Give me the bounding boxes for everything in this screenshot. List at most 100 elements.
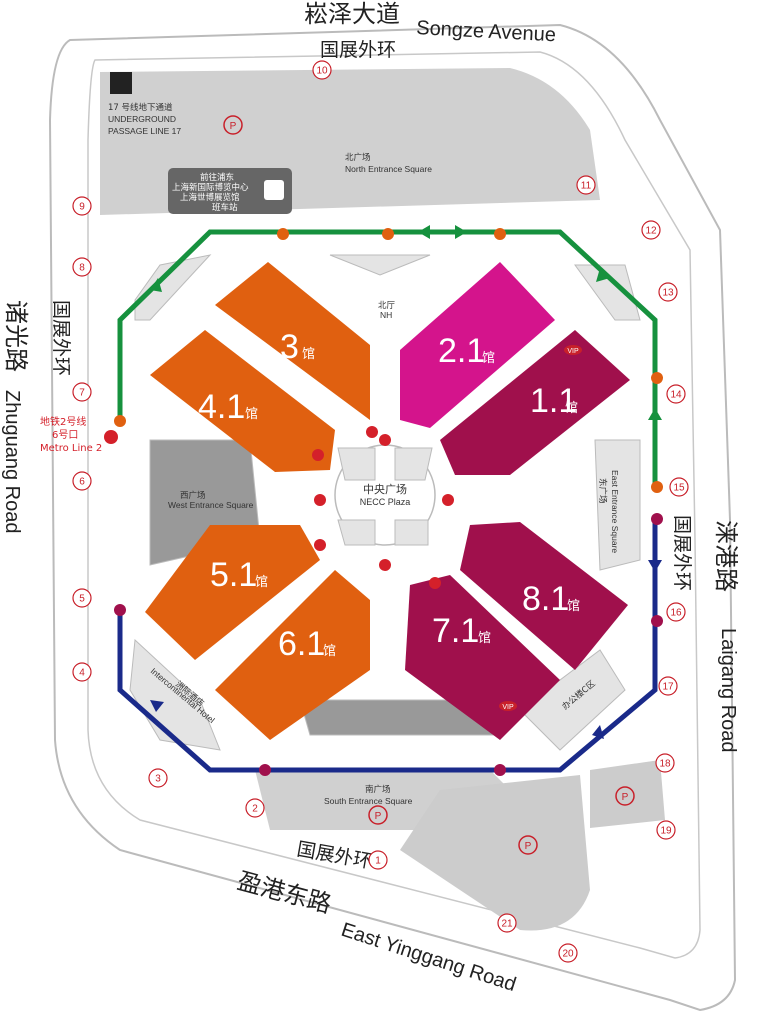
gate-10[interactable]: 10 xyxy=(312,60,332,80)
ring-road-east: 国展外环 xyxy=(671,515,693,591)
gate-label: 18 xyxy=(659,759,671,770)
hall-6-1-shape[interactable] xyxy=(215,570,370,740)
info-icons xyxy=(312,426,454,589)
hall-4-1-shape[interactable] xyxy=(150,330,335,472)
gate-16[interactable]: 16 xyxy=(666,602,686,622)
road-west-cn: 诸光路 xyxy=(2,300,30,372)
gate-label: 19 xyxy=(660,826,672,837)
gate-2[interactable]: 2 xyxy=(245,798,265,818)
gate-1[interactable]: 1 xyxy=(368,850,388,870)
west-square-en: West Entrance Square xyxy=(168,500,254,510)
gate-label: 1 xyxy=(375,856,381,867)
hall-7-1-number: 7.1 xyxy=(432,612,479,650)
hall-6-1-number: 6.1 xyxy=(278,625,325,663)
gate-9[interactable]: 9 xyxy=(72,196,92,216)
parking-signs: P P P P xyxy=(223,115,635,855)
hall-6-1-suffix: 馆 xyxy=(323,644,336,659)
hall-2-1-shape[interactable] xyxy=(400,262,555,428)
north-hall-cn: 北厅 xyxy=(378,301,396,311)
hall-3-shape[interactable] xyxy=(215,262,370,420)
shuttle-stops xyxy=(114,228,663,776)
gate-label: 4 xyxy=(79,668,85,679)
gate-label: 7 xyxy=(79,388,85,399)
hall-1-1-number: 1.1 xyxy=(530,382,577,420)
gate-14[interactable]: 14 xyxy=(666,384,686,404)
central-plaza: 中央广场 NECC Plaza xyxy=(334,444,436,546)
hall-8-1-shape[interactable] xyxy=(460,522,628,670)
south-square-cn: 南广场 xyxy=(365,784,391,795)
hall-3-number: 3 xyxy=(280,328,299,366)
gate-15[interactable]: 15 xyxy=(669,477,689,497)
gate-label: 5 xyxy=(79,594,85,605)
road-west-en: Zhuguang Road xyxy=(1,390,23,533)
passage-en-2: PASSAGE LINE 17 xyxy=(108,126,181,136)
gate-8[interactable]: 8 xyxy=(72,257,92,277)
green-route-arrows xyxy=(150,225,662,420)
bus-line-3: 上海世博展览馆 xyxy=(180,192,240,203)
gate-label: 10 xyxy=(316,66,328,77)
parking-icon-3: P xyxy=(525,841,532,852)
hall-4-1-number: 4.1 xyxy=(198,388,245,426)
gate-label: 13 xyxy=(662,288,674,299)
east-square-cn: 东广场 xyxy=(597,478,608,504)
gate-5[interactable]: 5 xyxy=(72,588,92,608)
halls xyxy=(145,262,630,740)
southeast-parking-area xyxy=(590,760,665,828)
metro-entrance[interactable]: 地铁2号线 6号口 Metro Line 2 xyxy=(40,415,118,454)
hall-5-1-shape[interactable] xyxy=(145,525,320,660)
gate-label: 8 xyxy=(79,263,85,274)
hall-1-1-shape[interactable] xyxy=(440,330,630,475)
gate-4[interactable]: 4 xyxy=(72,662,92,682)
metro-line-3: Metro Line 2 xyxy=(40,443,102,454)
bus-line-2: 上海新国际博览中心 xyxy=(172,182,249,193)
central-plaza-en: NECC Plaza xyxy=(360,497,411,507)
north-hall-en: NH xyxy=(380,310,392,320)
passage-en-1: UNDERGROUND xyxy=(108,114,176,124)
gate-11[interactable]: 11 xyxy=(576,175,596,195)
gate-label: 3 xyxy=(155,774,161,785)
hall-labels: 3 馆 4.1 馆 2.1 馆 1.1 馆 5.1 馆 6.1 馆 7.1 馆 … xyxy=(198,328,580,663)
gate-label: 21 xyxy=(501,919,513,930)
gate-19[interactable]: 19 xyxy=(656,820,676,840)
interior-blocks xyxy=(129,254,641,751)
gate-20[interactable]: 20 xyxy=(558,943,578,963)
gate-label: 15 xyxy=(673,483,685,494)
hall-7-1-suffix: 馆 xyxy=(478,631,491,646)
parking-icon-2: P xyxy=(375,811,382,822)
metro-line-1: 地铁2号线 xyxy=(40,415,86,428)
vip-label-2: VIP xyxy=(502,704,514,711)
gate-label: 12 xyxy=(645,226,657,237)
hall-4-1-suffix: 馆 xyxy=(245,407,258,422)
gate-label: 9 xyxy=(79,202,85,213)
hall-5-1-suffix: 馆 xyxy=(255,575,268,590)
hall-8-1-suffix: 馆 xyxy=(567,599,580,614)
north-square-cn: 北广场 xyxy=(345,152,371,163)
hall-5-1-number: 5.1 xyxy=(210,556,257,594)
ring-road-west: 国展外环 xyxy=(50,300,72,376)
ring-road-north: 国展外环 xyxy=(320,39,396,61)
gate-7[interactable]: 7 xyxy=(72,382,92,402)
bus-station[interactable]: 前往浦东 上海新国际博览中心 上海世博展览馆 班车站 xyxy=(168,168,292,214)
hall-2-1-suffix: 馆 xyxy=(482,351,495,366)
gate-17[interactable]: 17 xyxy=(658,676,678,696)
gate-3[interactable]: 3 xyxy=(148,768,168,788)
hall-7-1-shape[interactable] xyxy=(405,575,560,740)
hall-8-1-number: 8.1 xyxy=(522,580,569,618)
central-plaza-cn: 中央广场 xyxy=(363,482,407,496)
gate-6[interactable]: 6 xyxy=(72,471,92,491)
metro-line-2: 6号口 xyxy=(52,429,78,441)
blue-route-arrows xyxy=(150,560,662,739)
gate-21[interactable]: 21 xyxy=(497,913,517,933)
gate-label: 14 xyxy=(670,390,682,401)
south-square-en: South Entrance Square xyxy=(324,796,413,806)
gate-18[interactable]: 18 xyxy=(655,753,675,773)
road-east-cn: 涞港路 xyxy=(712,520,740,592)
east-square-en: East Entrance Square xyxy=(610,470,620,553)
bus-line-1: 前往浦东 xyxy=(200,172,234,183)
road-north-cn: 崧泽大道 xyxy=(304,0,400,28)
bus-line-4: 班车站 xyxy=(212,202,238,213)
gate-13[interactable]: 13 xyxy=(658,282,678,302)
gate-12[interactable]: 12 xyxy=(641,220,661,240)
